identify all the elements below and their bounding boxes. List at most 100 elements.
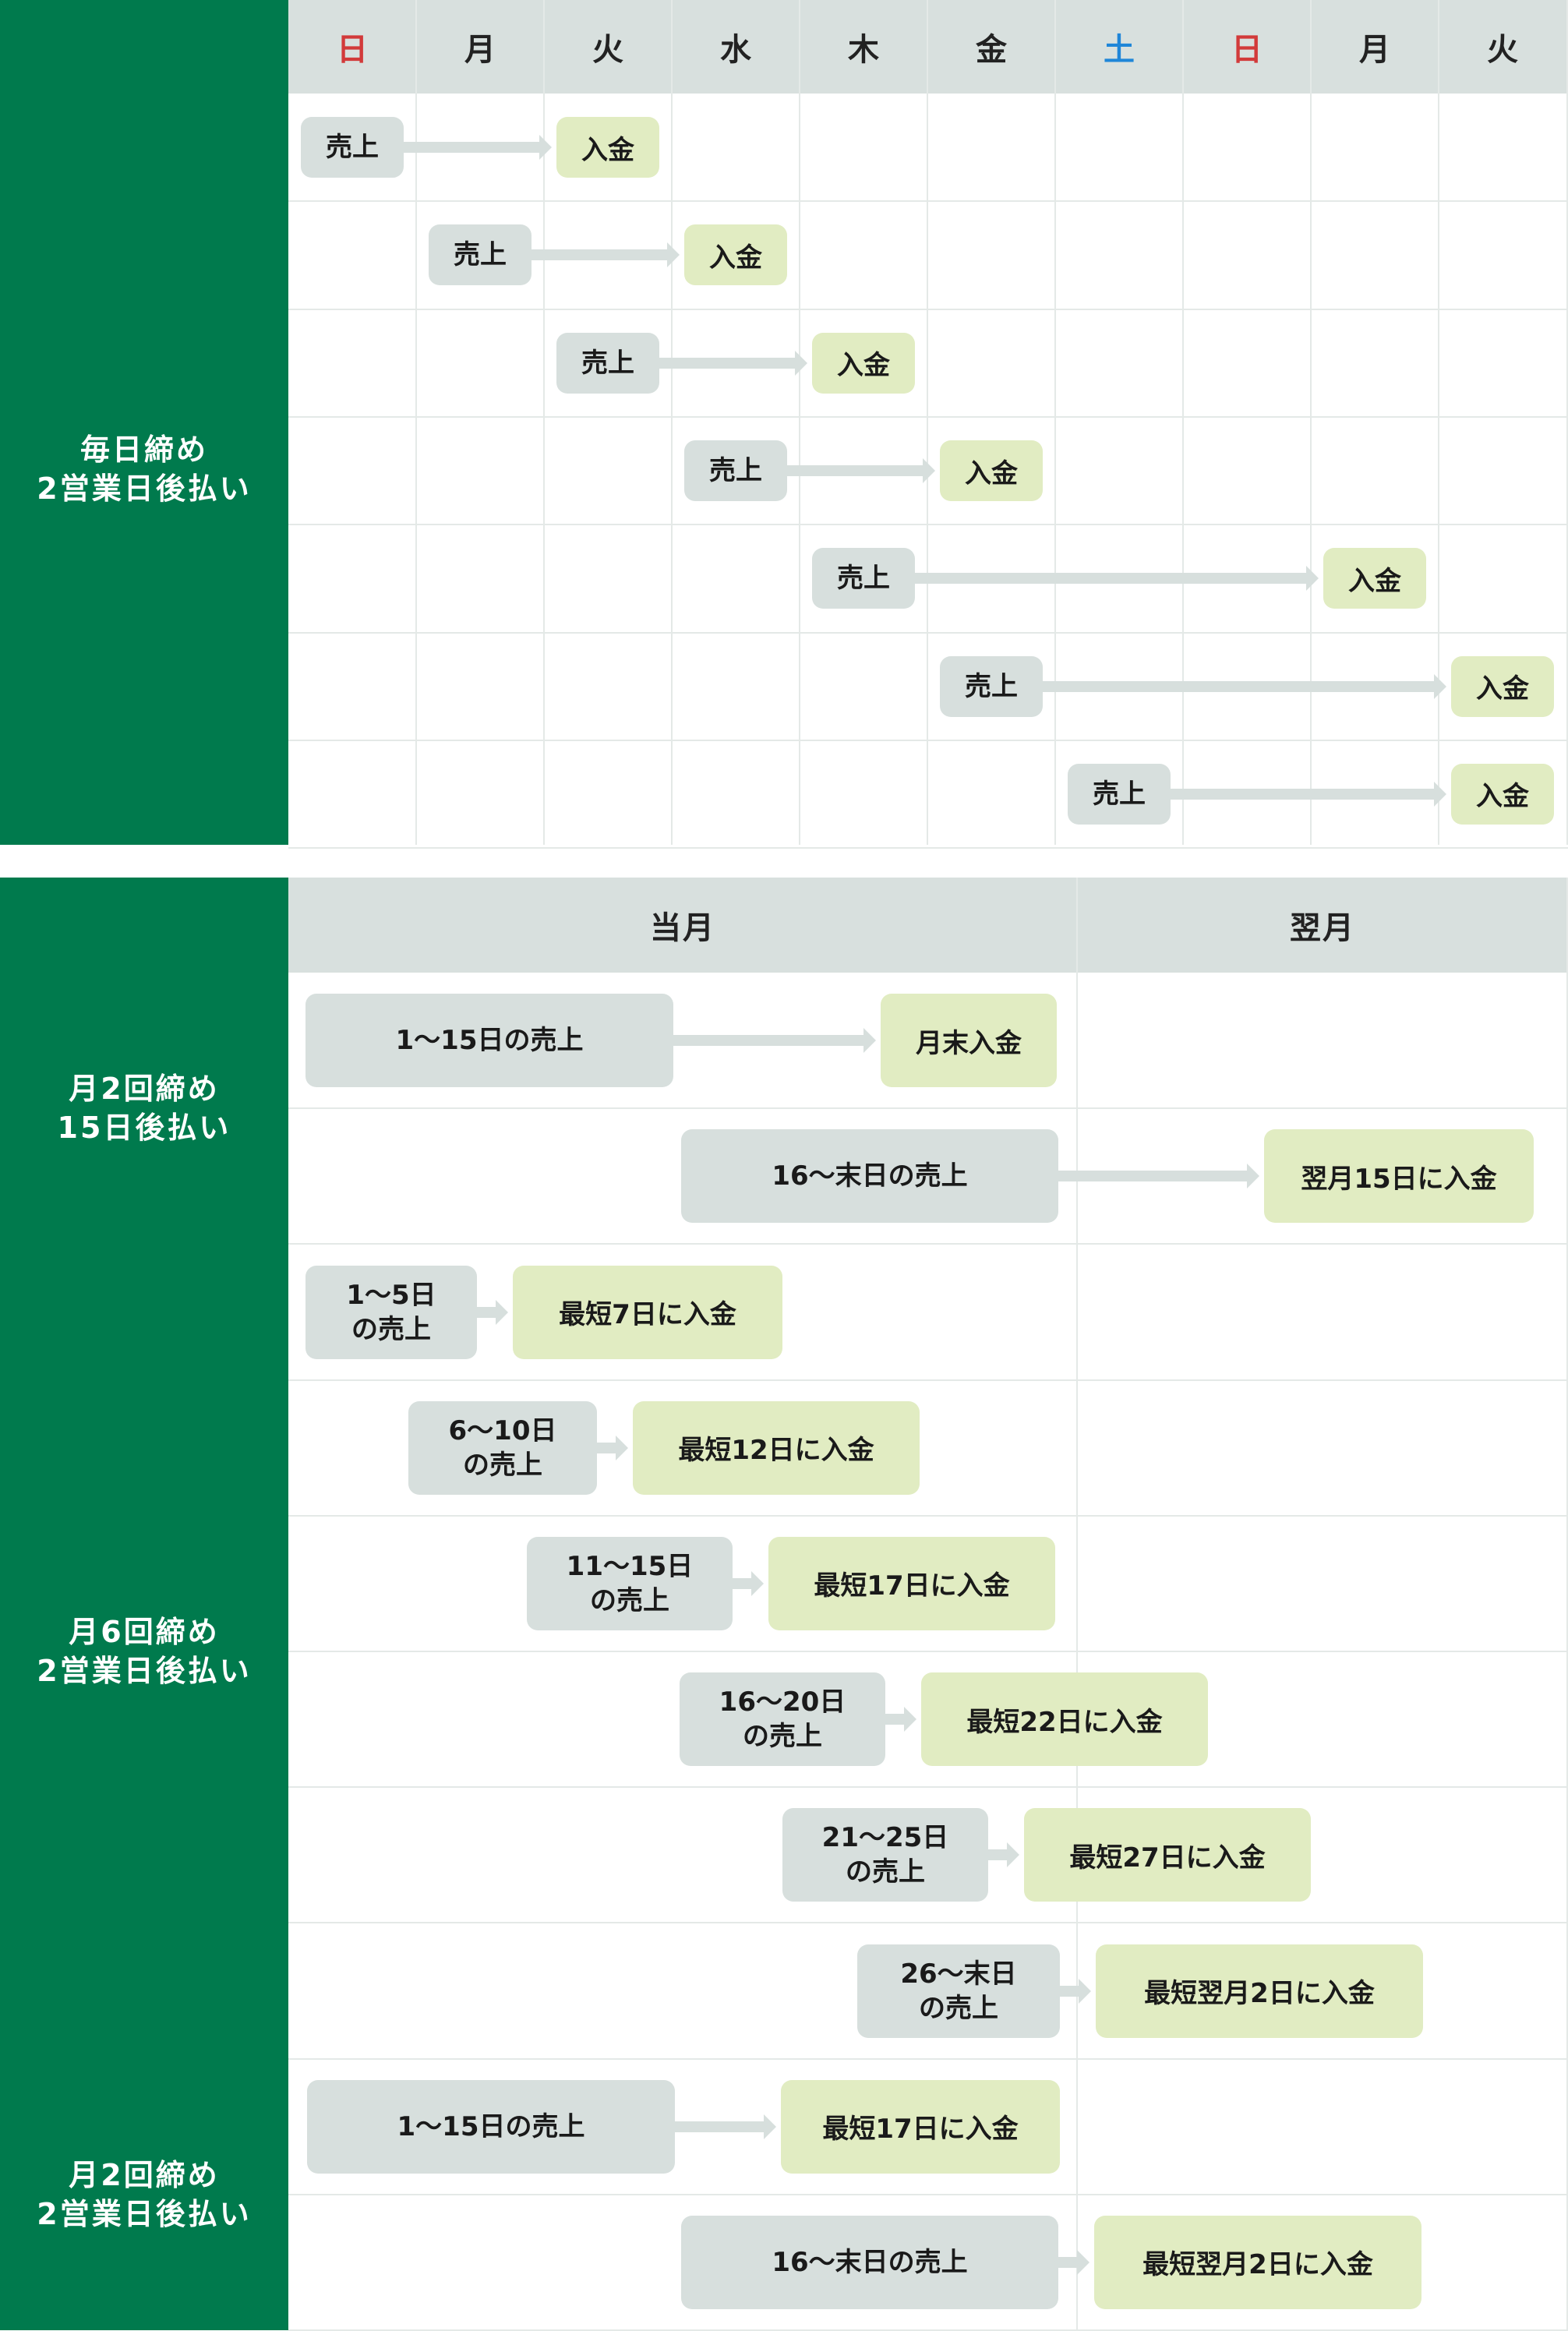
monthly-row-divider <box>288 1786 1568 1789</box>
daily-col-divider <box>1310 0 1312 845</box>
monthly-sale-box: 1〜15日の売上 <box>307 2079 675 2174</box>
monthly-arrow <box>988 1842 1019 1868</box>
day-header-1: 月 <box>464 32 496 68</box>
header-corner <box>0 0 288 94</box>
daily-arrow <box>659 350 807 376</box>
daily-arrow <box>1171 781 1446 807</box>
monthly-header-corner <box>0 878 288 973</box>
monthly-row-divider <box>288 2193 1568 2195</box>
daily-row-divider <box>288 308 1568 310</box>
monthly-arrow <box>1058 1164 1259 1189</box>
monthly-label-line2: 2営業日後払い <box>37 2196 252 2231</box>
monthly-pay-box: 最短27日に入金 <box>1024 1808 1311 1902</box>
month-divider <box>1076 878 1078 2330</box>
monthly-label-0: 月2回締め 15日後払い <box>0 973 288 1244</box>
daily-col-divider <box>799 0 800 845</box>
monthly-sale-box: 16〜末日の売上 <box>681 2215 1058 2309</box>
daily-row-divider <box>288 415 1568 418</box>
day-header-9: 火 <box>1487 32 1518 68</box>
daily-pay-box: 入金 <box>812 332 915 394</box>
daily-label-line2: 2営業日後払い <box>37 471 252 506</box>
monthly-label-1: 月6回締め 2営業日後払い <box>0 1244 288 2058</box>
daily-label-line1: 毎日締め <box>79 433 208 467</box>
day-header-8: 月 <box>1359 32 1390 68</box>
monthly-pay-box: 最短17日に入金 <box>768 1536 1055 1630</box>
day-header-2: 火 <box>592 32 623 68</box>
monthly-row-divider <box>288 1922 1568 1924</box>
day-header-6: 土 <box>1104 32 1135 68</box>
daily-pay-box: 入金 <box>684 224 787 286</box>
month-header-row <box>288 878 1568 973</box>
day-header-3: 水 <box>720 32 751 68</box>
monthly-pay-box: 最短12日に入金 <box>633 1400 920 1495</box>
daily-label: 毎日締め 2営業日後払い <box>0 94 288 845</box>
day-header-4: 木 <box>848 32 879 68</box>
daily-col-divider <box>1566 0 1568 845</box>
day-header-7: 日 <box>1231 32 1263 68</box>
daily-arrow <box>915 566 1319 592</box>
daily-sale-box: 売上 <box>429 224 531 286</box>
daily-arrow <box>404 135 552 161</box>
daily-pay-box: 入金 <box>940 440 1043 502</box>
monthly-row-divider <box>288 1514 1568 1517</box>
daily-arrow <box>531 242 680 268</box>
header-next-month: 翌月 <box>1290 910 1355 946</box>
daily-sale-box: 売上 <box>684 440 787 502</box>
monthly-sale-box: 21〜25日 の売上 <box>782 1808 988 1902</box>
monthly-arrow <box>675 2114 776 2139</box>
monthly-label-line2: 2営業日後払い <box>37 1653 252 1688</box>
daily-col-divider <box>543 0 545 845</box>
monthly-pay-box: 最短翌月2日に入金 <box>1094 2215 1421 2309</box>
daily-sale-box: 売上 <box>301 117 404 178</box>
monthly-sale-box: 16〜末日の売上 <box>681 1129 1058 1224</box>
monthly-sale-box: 1〜5日 の売上 <box>305 1265 477 1359</box>
monthly-pay-box: 月末入金 <box>881 994 1057 1088</box>
header-current-month: 当月 <box>650 910 715 946</box>
monthly-arrow <box>477 1299 508 1325</box>
day-header-0: 日 <box>337 32 368 68</box>
daily-sale-box: 売上 <box>812 548 915 609</box>
daily-row-divider <box>288 524 1568 526</box>
monthly-label-cell <box>0 973 288 1245</box>
daily-arrow <box>787 458 935 484</box>
monthly-arrow <box>673 1028 876 1054</box>
daily-pay-box: 入金 <box>556 117 659 178</box>
monthly-sale-box: 26〜末日 の売上 <box>857 1944 1060 2038</box>
monthly-label-line2: 15日後払い <box>57 1111 231 1146</box>
monthly-arrow <box>885 1707 916 1732</box>
monthly-row-divider <box>288 1107 1568 1110</box>
daily-col-divider <box>671 0 673 845</box>
day-header-row <box>288 0 1568 94</box>
monthly-row-divider <box>288 1651 1568 1652</box>
monthly-pay-box: 最短22日に入金 <box>921 1672 1208 1767</box>
monthly-pay-box: 最短7日に入金 <box>513 1265 782 1359</box>
monthly-arrow <box>733 1570 764 1596</box>
daily-arrow <box>1043 673 1446 699</box>
monthly-arrow <box>597 1435 628 1460</box>
daily-col-divider <box>1438 0 1439 845</box>
daily-label-cell <box>0 94 288 845</box>
daily-col-divider <box>1182 0 1184 845</box>
monthly-sale-box: 6〜10日 の売上 <box>408 1400 597 1495</box>
monthly-pay-box: 最短17日に入金 <box>781 2079 1060 2174</box>
monthly-row-divider <box>288 2057 1568 2060</box>
monthly-label-line1: 月6回締め <box>69 1614 220 1649</box>
monthly-sale-box: 16〜20日 の売上 <box>680 1672 885 1767</box>
monthly-sale-box: 1〜15日の売上 <box>305 994 673 1088</box>
monthly-label-line1: 月2回締め <box>69 1072 220 1107</box>
daily-pay-box: 入金 <box>1323 548 1426 609</box>
daily-row-divider <box>288 847 1568 849</box>
daily-col-divider <box>1054 0 1056 845</box>
monthly-pay-box: 翌月15日に入金 <box>1264 1129 1534 1224</box>
monthly-row-divider <box>288 1379 1568 1381</box>
daily-row-divider <box>288 631 1568 634</box>
monthly-arrow <box>1058 2249 1089 2275</box>
daily-sale-box: 売上 <box>940 655 1043 717</box>
daily-pay-box: 入金 <box>1451 655 1554 717</box>
monthly-label-cell <box>0 2058 288 2330</box>
monthly-pay-box: 最短翌月2日に入金 <box>1096 1944 1423 2038</box>
monthly-sale-box: 11〜15日 の売上 <box>527 1536 733 1630</box>
month-col-divider <box>1566 878 1568 2330</box>
day-header-5: 金 <box>976 32 1007 68</box>
